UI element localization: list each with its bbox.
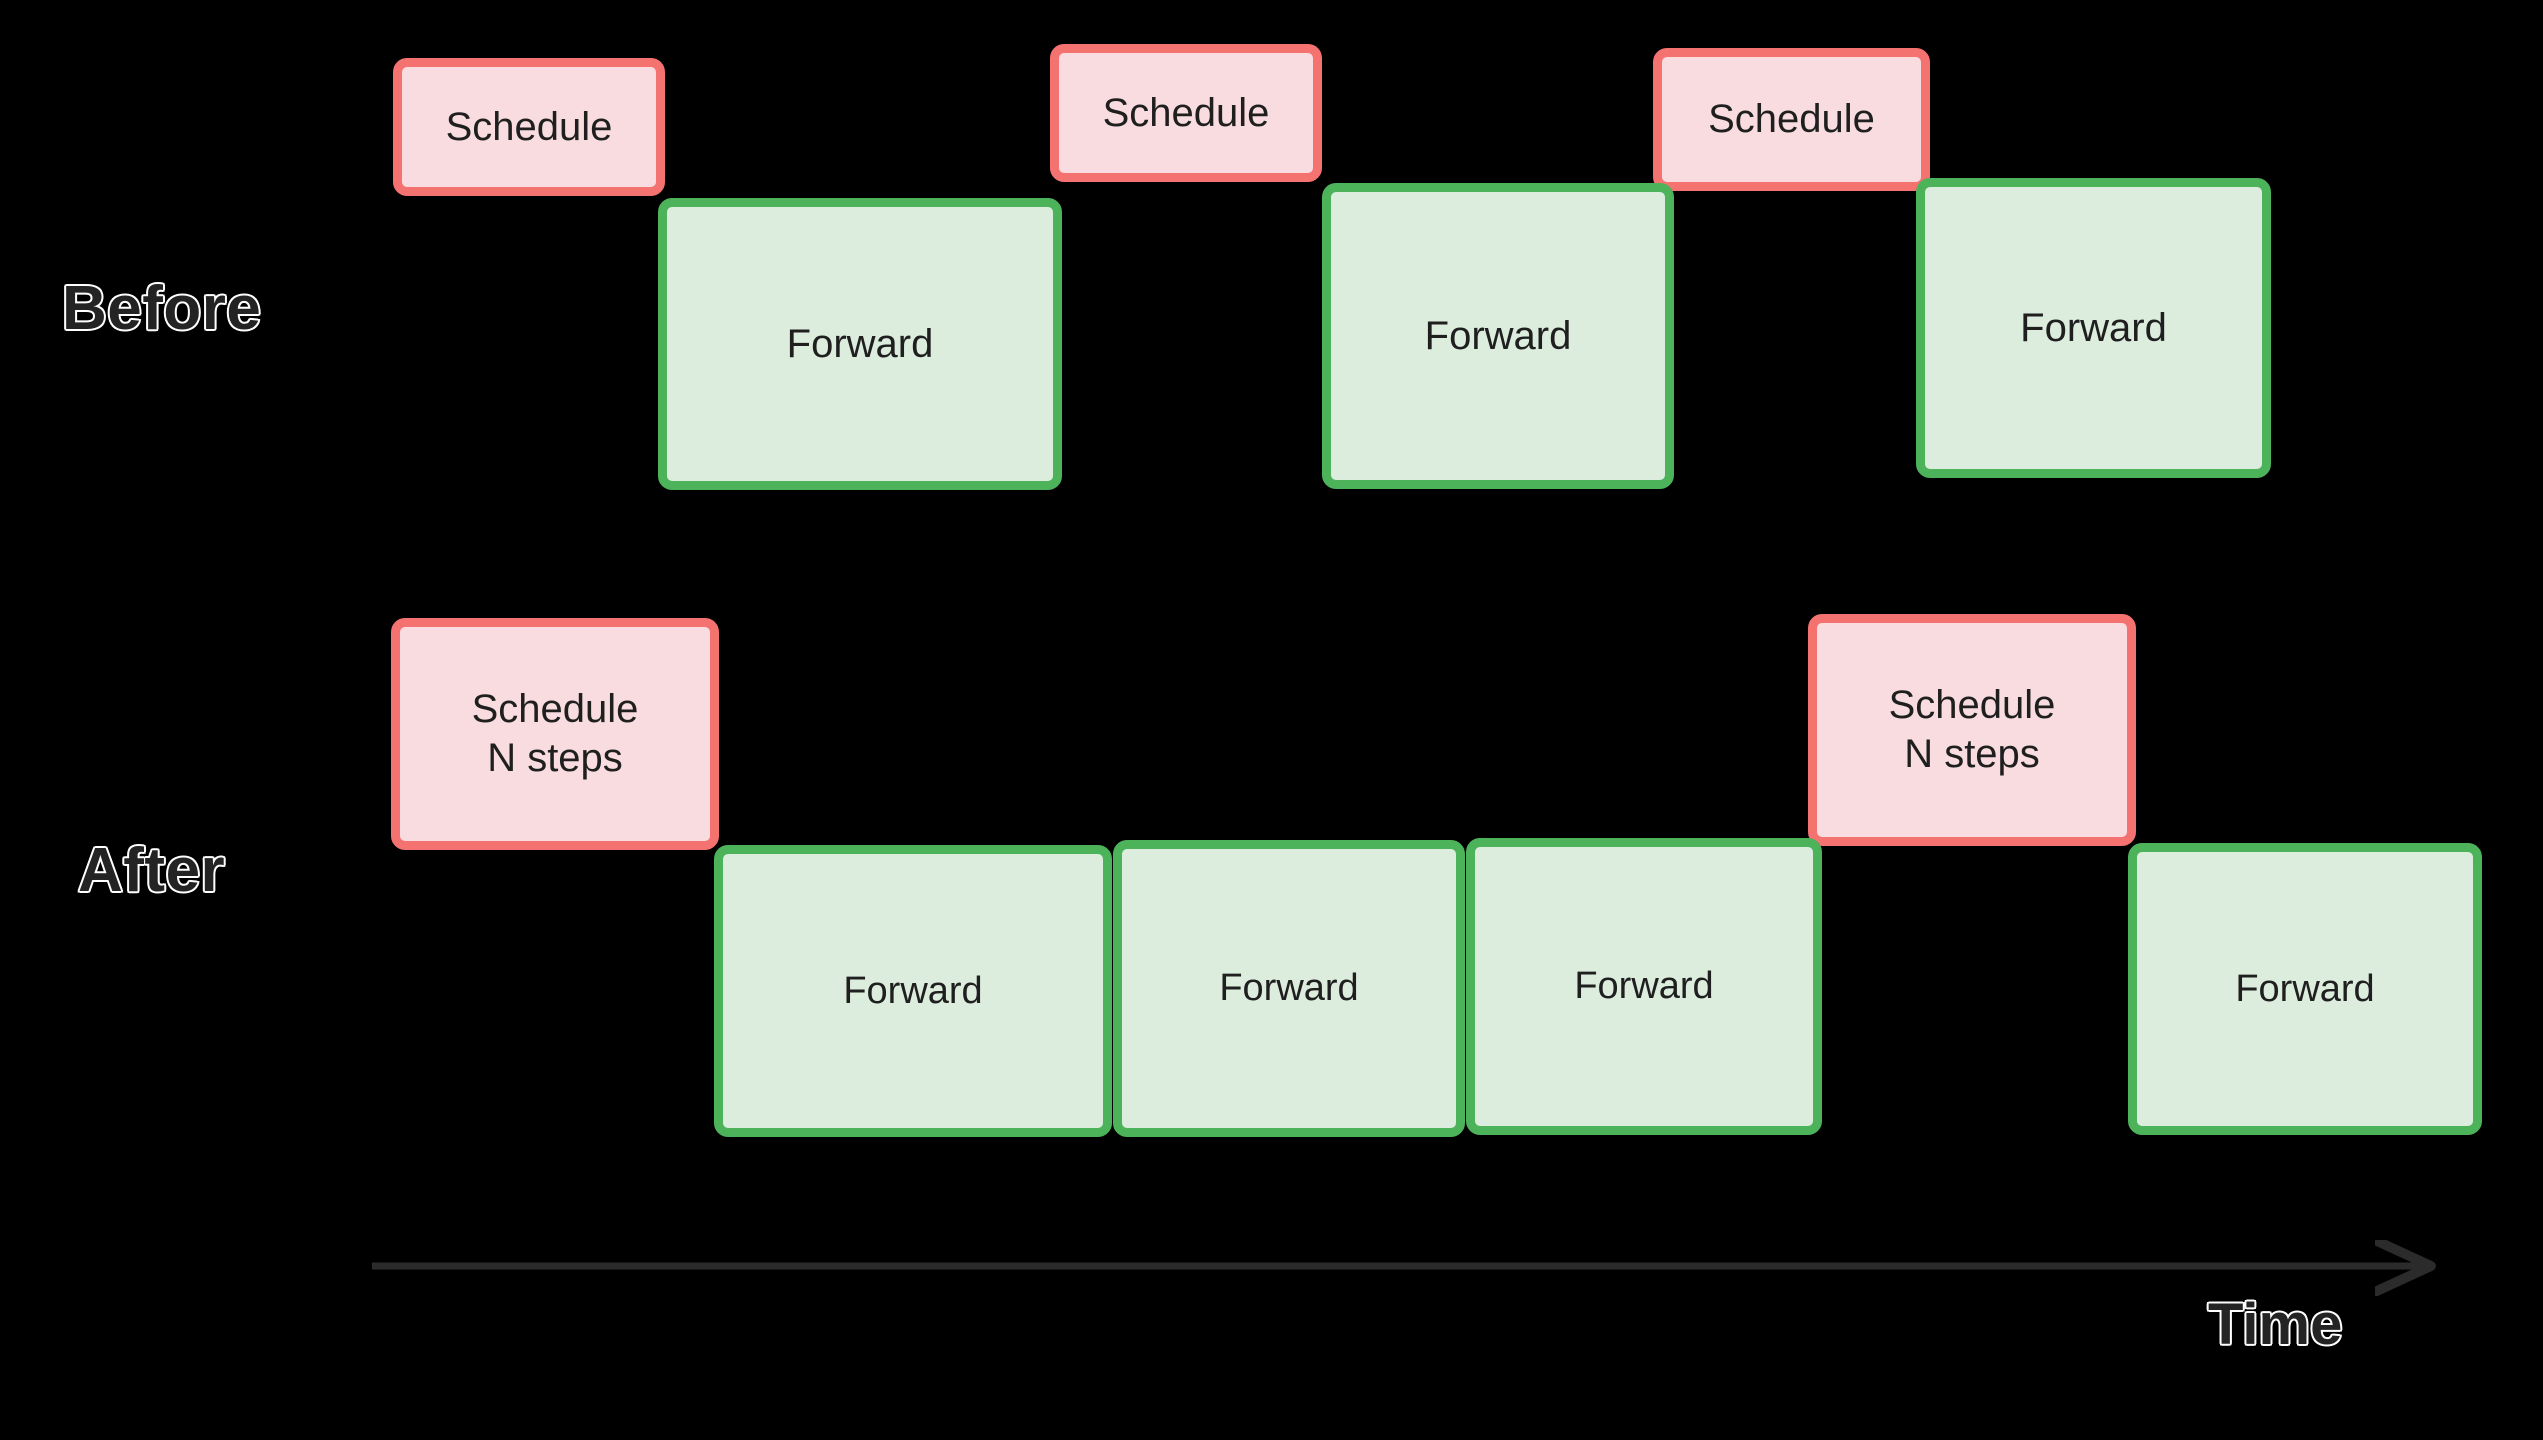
before-schedule-block-2[interactable]: Schedule bbox=[1050, 44, 1322, 182]
block-label: Forward bbox=[1424, 313, 1572, 358]
before-schedule-block-1[interactable]: Schedule bbox=[393, 58, 665, 196]
block-label: Schedule bbox=[1102, 90, 1270, 135]
block-label: Forward bbox=[786, 321, 934, 366]
after-schedule-block-2[interactable]: Schedule N steps bbox=[1808, 614, 2136, 846]
row-label-before: Before bbox=[60, 274, 262, 343]
time-axis-arrow bbox=[372, 1240, 2452, 1296]
before-forward-block-2[interactable]: Forward bbox=[1322, 183, 1674, 489]
block-label: Schedule bbox=[1708, 97, 1875, 142]
before-forward-block-3[interactable]: Forward bbox=[1916, 178, 2271, 478]
before-schedule-block-3[interactable]: Schedule bbox=[1653, 48, 1930, 191]
after-schedule-block-1[interactable]: Schedule N steps bbox=[391, 618, 719, 850]
block-label: Schedule bbox=[445, 104, 613, 149]
block-label: Schedule N steps bbox=[1888, 683, 2056, 776]
after-forward-block-4[interactable]: Forward bbox=[2128, 843, 2482, 1135]
after-forward-block-1[interactable]: Forward bbox=[714, 845, 1112, 1137]
time-axis-label: Time bbox=[2206, 1292, 2343, 1357]
after-forward-block-2[interactable]: Forward bbox=[1113, 840, 1465, 1137]
block-label: Schedule N steps bbox=[471, 687, 639, 780]
block-label: Forward bbox=[1219, 967, 1359, 1010]
block-label: Forward bbox=[2020, 305, 2167, 350]
block-label: Forward bbox=[843, 969, 983, 1012]
row-label-after: After bbox=[76, 836, 226, 905]
block-label: Forward bbox=[2235, 967, 2375, 1010]
before-forward-block-1[interactable]: Forward bbox=[658, 198, 1062, 490]
block-label: Forward bbox=[1574, 965, 1714, 1008]
after-forward-block-3[interactable]: Forward bbox=[1466, 838, 1822, 1135]
